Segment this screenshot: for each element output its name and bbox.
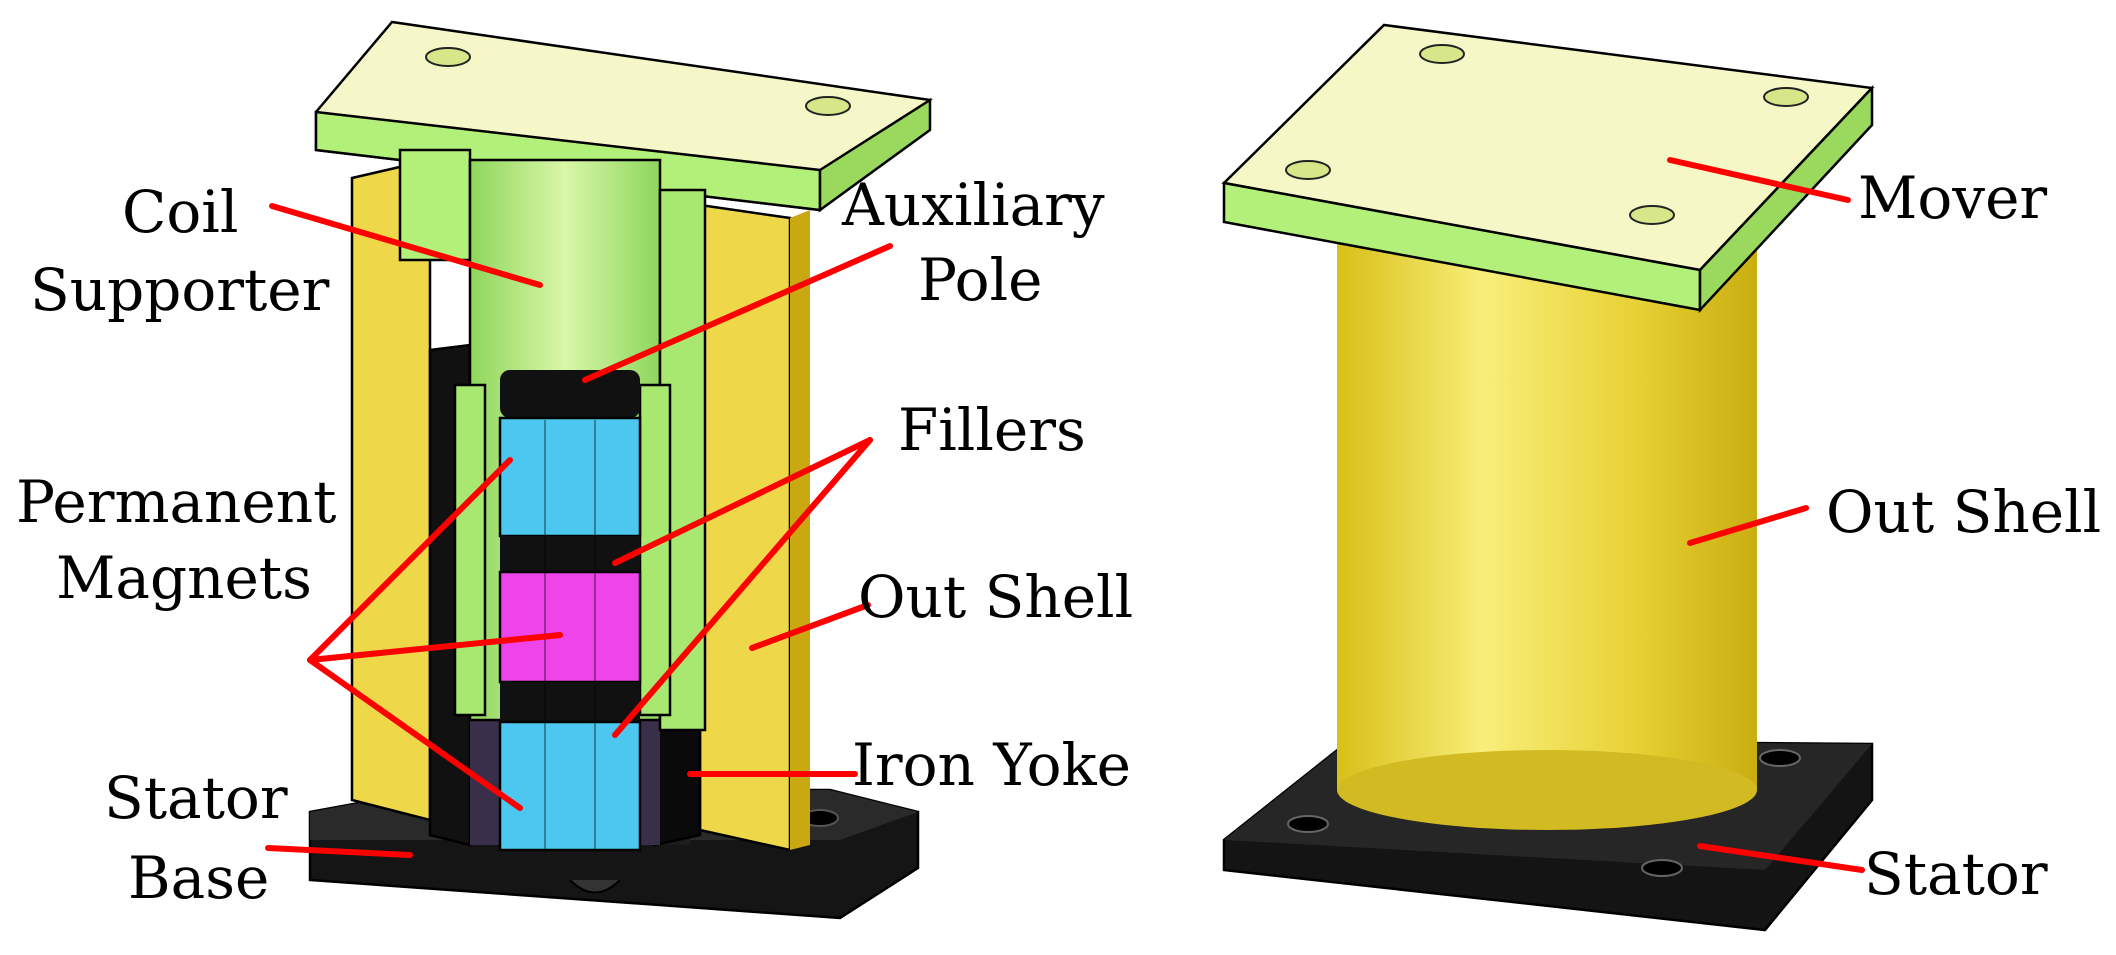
cylinder-shell-shape — [1337, 202, 1757, 830]
label-stator-base-2: Base — [128, 844, 269, 912]
leader-magnet-1 — [307, 457, 513, 663]
label-permanent-magnets-1: Permanent — [16, 468, 336, 536]
leader-out-shell-right — [1687, 505, 1809, 546]
label-out-shell-right: Out Shell — [1826, 478, 2101, 546]
label-iron-yoke: Iron Yoke — [852, 731, 1131, 799]
leader-coil-supporter — [269, 203, 543, 288]
magnet-stack-shape — [498, 370, 642, 852]
label-coil-supporter-2: Supporter — [30, 256, 330, 324]
leader-auxiliary-pole — [582, 243, 893, 383]
label-auxiliary-pole-1: Auxiliary — [841, 171, 1105, 239]
leader-stator-base — [265, 845, 413, 858]
leader-filler-1 — [612, 437, 873, 566]
label-out-shell-left: Out Shell — [858, 563, 1133, 631]
labels: Coil Supporter Auxiliary Pole Fillers Pe… — [16, 164, 2101, 912]
label-stator: Stator — [1864, 840, 2048, 908]
leader-mover — [1667, 157, 1851, 203]
leader-stator — [1697, 843, 1865, 873]
mover-plate-shape — [1221, 23, 1875, 314]
leader-filler-2 — [612, 437, 873, 738]
leader-magnet-3 — [307, 657, 523, 811]
label-coil-supporter-1: Coil — [122, 178, 238, 246]
leader-magnet-2 — [307, 632, 563, 663]
leader-lines — [265, 157, 1865, 873]
label-stator-base-1: Stator — [104, 764, 288, 832]
label-auxiliary-pole-2: Pole — [918, 246, 1042, 314]
label-permanent-magnets-2: Magnets — [56, 544, 312, 612]
label-mover: Mover — [1858, 164, 2047, 232]
label-fillers: Fillers — [898, 396, 1086, 464]
left-cutaway-view — [308, 20, 933, 920]
leader-out-shell-left — [749, 602, 871, 651]
right-assembled-view — [1221, 23, 1875, 932]
